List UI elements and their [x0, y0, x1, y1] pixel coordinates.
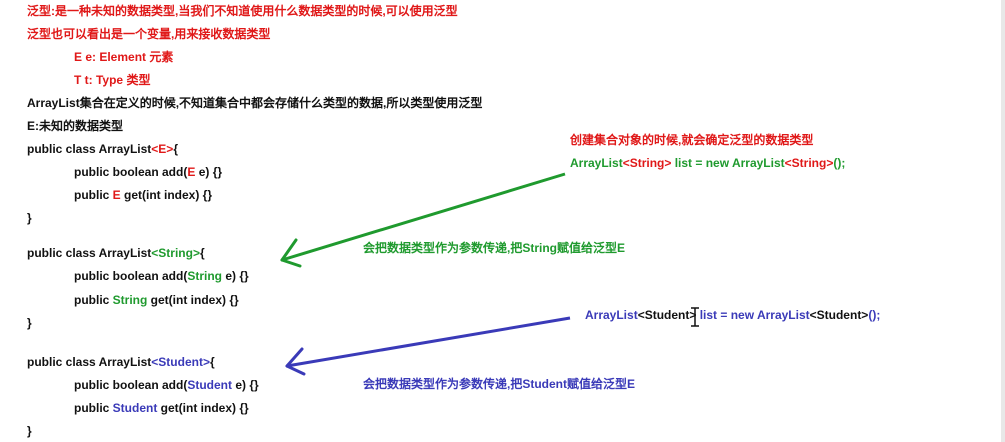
type-param: <Student> — [151, 355, 210, 369]
generic-get-method: public E get(int index) {} — [74, 187, 212, 203]
decl-prefix: public class ArrayList — [27, 246, 152, 260]
scroll-edge — [1001, 0, 1005, 442]
type-param: <String> — [151, 246, 200, 260]
add-suffix: e) {} — [195, 165, 223, 179]
text-cursor-icon — [691, 307, 699, 327]
code-part: ArrayList — [585, 308, 638, 322]
generic-add-method: public boolean add(E e) {} — [74, 164, 222, 180]
get-prefix: public — [74, 188, 113, 202]
code-type: <Student> — [809, 308, 869, 322]
decl-prefix: public class ArrayList — [27, 142, 152, 156]
get-type: String — [112, 293, 148, 307]
code-type: <String> — [784, 156, 834, 170]
get-suffix: get(int index) {} — [120, 188, 213, 202]
decl-prefix: public class ArrayList — [27, 355, 152, 369]
get-type: Student — [112, 401, 158, 415]
add-type: Student — [187, 378, 233, 392]
student-add-method: public boolean add(Student e) {} — [74, 377, 259, 393]
get-suffix: get(int index) {} — [157, 401, 249, 415]
code-part: list = new ArrayList — [696, 308, 810, 322]
green-arrow-icon — [280, 172, 566, 268]
string-instantiation-code: ArrayList<String> list = new ArrayList<S… — [570, 155, 845, 171]
add-prefix: public boolean add( — [74, 378, 188, 392]
student-instantiation-code: ArrayList<Student> list = new ArrayList<… — [585, 307, 880, 323]
student-get-method: public Student get(int index) {} — [74, 400, 249, 416]
create-collection-note: 创建集合对象的时候,就会确定泛型的数据类型 — [570, 133, 814, 147]
student-pass-note: 会把数据类型作为参数传递,把Student赋值给泛型E — [363, 377, 635, 391]
get-prefix: public — [74, 401, 113, 415]
code-part: ArrayList — [570, 156, 623, 170]
generic-close-brace: } — [27, 211, 32, 225]
string-pass-note: 会把数据类型作为参数传递,把String赋值给泛型E — [363, 241, 626, 255]
e-unknown-note: E:未知的数据类型 — [27, 119, 124, 133]
code-part: (); — [833, 156, 846, 170]
code-part: list = new ArrayList — [671, 156, 785, 170]
string-close-brace: } — [27, 316, 32, 330]
add-suffix: e) {} — [222, 269, 249, 283]
student-close-brace: } — [27, 424, 32, 438]
code-type: <Student> — [637, 308, 697, 322]
add-suffix: e) {} — [232, 378, 259, 392]
arraylist-note: ArrayList集合在定义的时候,不知道集合中都会存储什么类型的数据,所以类型… — [27, 96, 483, 110]
decl-brace: { — [199, 246, 205, 260]
add-prefix: public boolean add( — [74, 269, 188, 283]
decl-brace: { — [209, 355, 215, 369]
blue-arrow-icon — [285, 316, 571, 376]
get-suffix: get(int index) {} — [147, 293, 239, 307]
get-prefix: public — [74, 293, 113, 307]
string-class-decl: public class ArrayList<String>{ — [27, 245, 205, 261]
type-param: <E> — [151, 142, 174, 156]
code-type: <String> — [622, 156, 672, 170]
string-get-method: public String get(int index) {} — [74, 292, 239, 308]
t-definition: T t: Type 类型 — [74, 73, 151, 87]
intro-line-2: 泛型也可以看出是一个变量,用来接收数据类型 — [27, 27, 271, 41]
string-add-method: public boolean add(String e) {} — [74, 268, 249, 284]
add-prefix: public boolean add( — [74, 165, 188, 179]
code-part: (); — [868, 308, 881, 322]
e-definition: E e: Element 元素 — [74, 50, 174, 64]
student-class-decl: public class ArrayList<Student>{ — [27, 354, 215, 370]
intro-line-1: 泛型:是一种未知的数据类型,当我们不知道使用什么数据类型的时候,可以使用泛型 — [27, 4, 458, 18]
get-type: E — [112, 188, 121, 202]
decl-brace: { — [173, 142, 178, 156]
add-type: E — [187, 165, 196, 179]
generic-class-decl: public class ArrayList<E>{ — [27, 141, 178, 157]
add-type: String — [187, 269, 223, 283]
